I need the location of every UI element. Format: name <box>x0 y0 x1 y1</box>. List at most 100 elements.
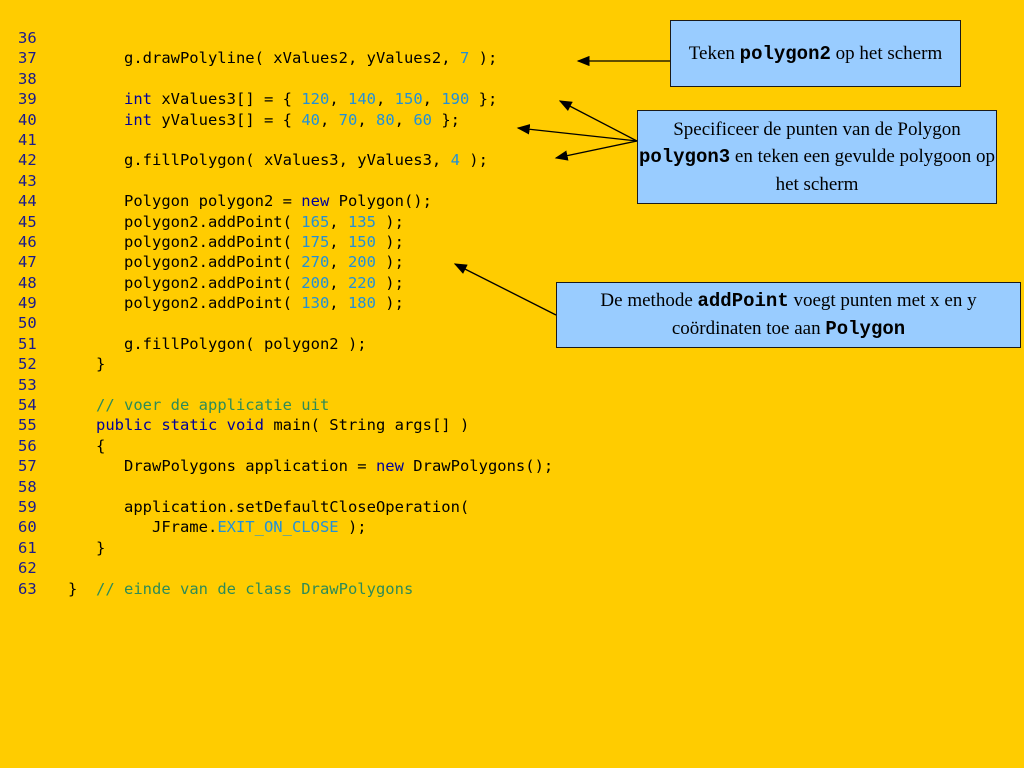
code-line: 60 JFrame.EXIT_ON_CLOSE ); <box>18 517 553 537</box>
code-token: , <box>394 110 414 129</box>
code-token: 190 <box>441 90 470 109</box>
code-token: main( String args[] ) <box>263 416 470 435</box>
code-token: ); <box>459 151 488 170</box>
code-line: 39 int xValues3[] = { 120, 140, 150, 190… <box>18 89 553 109</box>
line-number: 44 <box>18 192 37 211</box>
code-token: Polygon(); <box>329 192 432 211</box>
arrow-line <box>516 124 638 142</box>
code-line: 46 polygon2.addPoint( 175, 150 ); <box>18 232 553 252</box>
callout-text: en teken een gevulde polygoon op het sch… <box>730 146 996 195</box>
code-line: 54 // voer de applicatie uit <box>18 395 553 415</box>
line-number: 62 <box>18 559 37 578</box>
code-token: 150 <box>394 90 423 109</box>
code-line: 50 <box>18 313 553 333</box>
line-number: 61 <box>18 538 37 557</box>
arrow-line <box>554 140 638 161</box>
code-token: g.drawPolyline( xValues2, yValues2, <box>40 49 460 68</box>
code-line: 59 application.setDefaultCloseOperation( <box>18 497 553 517</box>
code-token: EXIT_ON_CLOSE <box>217 518 339 537</box>
code-token: }; <box>432 110 461 129</box>
code-token: , <box>329 273 348 292</box>
code-line: 58 <box>18 477 553 497</box>
code-line: 57 DrawPolygons application = new DrawPo… <box>18 456 553 476</box>
code-line: 38 <box>18 69 553 89</box>
line-number: 38 <box>18 69 37 88</box>
callout-code: polygon3 <box>638 146 731 168</box>
callout-text: voegt punten met x en y coördinaten toe … <box>671 290 977 339</box>
code-token: 200 <box>301 273 330 292</box>
code-token: JFrame. <box>40 518 218 537</box>
code-token: g.fillPolygon( polygon2 ); <box>40 334 367 353</box>
code-line: 63 } // einde van de class DrawPolygons <box>18 579 553 599</box>
arrow-line <box>453 263 557 316</box>
line-number: 63 <box>18 579 37 598</box>
code-token: yValues3[] = { <box>152 110 302 129</box>
code-line: 61 } <box>18 538 553 558</box>
code-token: 220 <box>347 273 376 292</box>
code-token: }; <box>469 90 498 109</box>
line-number: 42 <box>18 151 37 170</box>
code-token: } <box>40 538 106 557</box>
code-token: , <box>329 90 348 109</box>
code-token: DrawPolygons(); <box>403 457 554 476</box>
code-token: g.fillPolygon( xValues3, yValues3, <box>40 151 451 170</box>
code-line: 45 polygon2.addPoint( 165, 135 ); <box>18 212 553 232</box>
code-listing: 36 37 g.drawPolyline( xValues2, yValues2,… <box>18 28 553 599</box>
line-number: 50 <box>18 314 37 333</box>
code-token: 80 <box>376 110 395 129</box>
line-number: 53 <box>18 375 37 394</box>
callout-code: Polygon <box>825 318 906 340</box>
code-token: 175 <box>301 232 330 251</box>
line-number: 59 <box>18 497 37 516</box>
line-number: 43 <box>18 171 37 190</box>
code-line: 36 <box>18 28 553 48</box>
code-line: 42 g.fillPolygon( xValues3, yValues3, 4 … <box>18 150 553 170</box>
code-token: 4 <box>450 151 460 170</box>
code-token: Polygon polygon2 = <box>40 192 302 211</box>
code-line: 53 <box>18 375 553 395</box>
code-token: // einde van de class DrawPolygons <box>96 579 414 598</box>
line-number: 47 <box>18 253 37 272</box>
line-number: 54 <box>18 396 37 415</box>
code-token: ); <box>338 518 367 537</box>
code-token: , <box>422 90 442 109</box>
code-token: , <box>329 253 348 272</box>
line-number: 37 <box>18 49 37 68</box>
code-token: ); <box>375 232 404 251</box>
code-line: 47 polygon2.addPoint( 270, 200 ); <box>18 252 553 272</box>
code-token: 60 <box>413 110 433 129</box>
code-token: ); <box>375 212 404 231</box>
code-line: 62 <box>18 558 553 578</box>
code-token: 270 <box>301 253 330 272</box>
code-token: polygon2.addPoint( <box>40 253 302 272</box>
code-token: application.setDefaultCloseOperation( <box>40 497 470 516</box>
line-number: 58 <box>18 477 37 496</box>
code-line: 43 <box>18 171 553 191</box>
line-number: 46 <box>18 232 37 251</box>
code-line: 55 public static void main( String args[… <box>18 415 553 435</box>
code-line: 56 { <box>18 436 553 456</box>
code-token: } <box>40 355 106 374</box>
callout-draw-polygon2: Teken polygon2 op het scherm <box>670 20 961 87</box>
line-number: 36 <box>18 29 37 47</box>
code-token: int <box>124 110 152 129</box>
code-token: ); <box>375 273 404 292</box>
code-line: 51 g.fillPolygon( polygon2 ); <box>18 334 553 354</box>
code-line: 44 Polygon polygon2 = new Polygon(); <box>18 191 553 211</box>
code-token: xValues3[] = { <box>152 90 302 109</box>
code-token: 7 <box>459 49 470 68</box>
code-token: polygon2.addPoint( <box>40 273 302 292</box>
code-token: } <box>40 579 96 598</box>
line-number: 48 <box>18 273 37 292</box>
line-number: 60 <box>18 518 37 537</box>
callout-text: Teken <box>688 42 740 64</box>
code-token: new <box>375 457 404 476</box>
code-token: polygon2.addPoint( <box>40 232 302 251</box>
code-token: , <box>329 212 348 231</box>
line-number: 45 <box>18 212 37 231</box>
code-token: 40 <box>301 110 320 129</box>
line-number: 49 <box>18 294 37 313</box>
code-token: 180 <box>347 294 376 313</box>
code-token: 165 <box>301 212 330 231</box>
